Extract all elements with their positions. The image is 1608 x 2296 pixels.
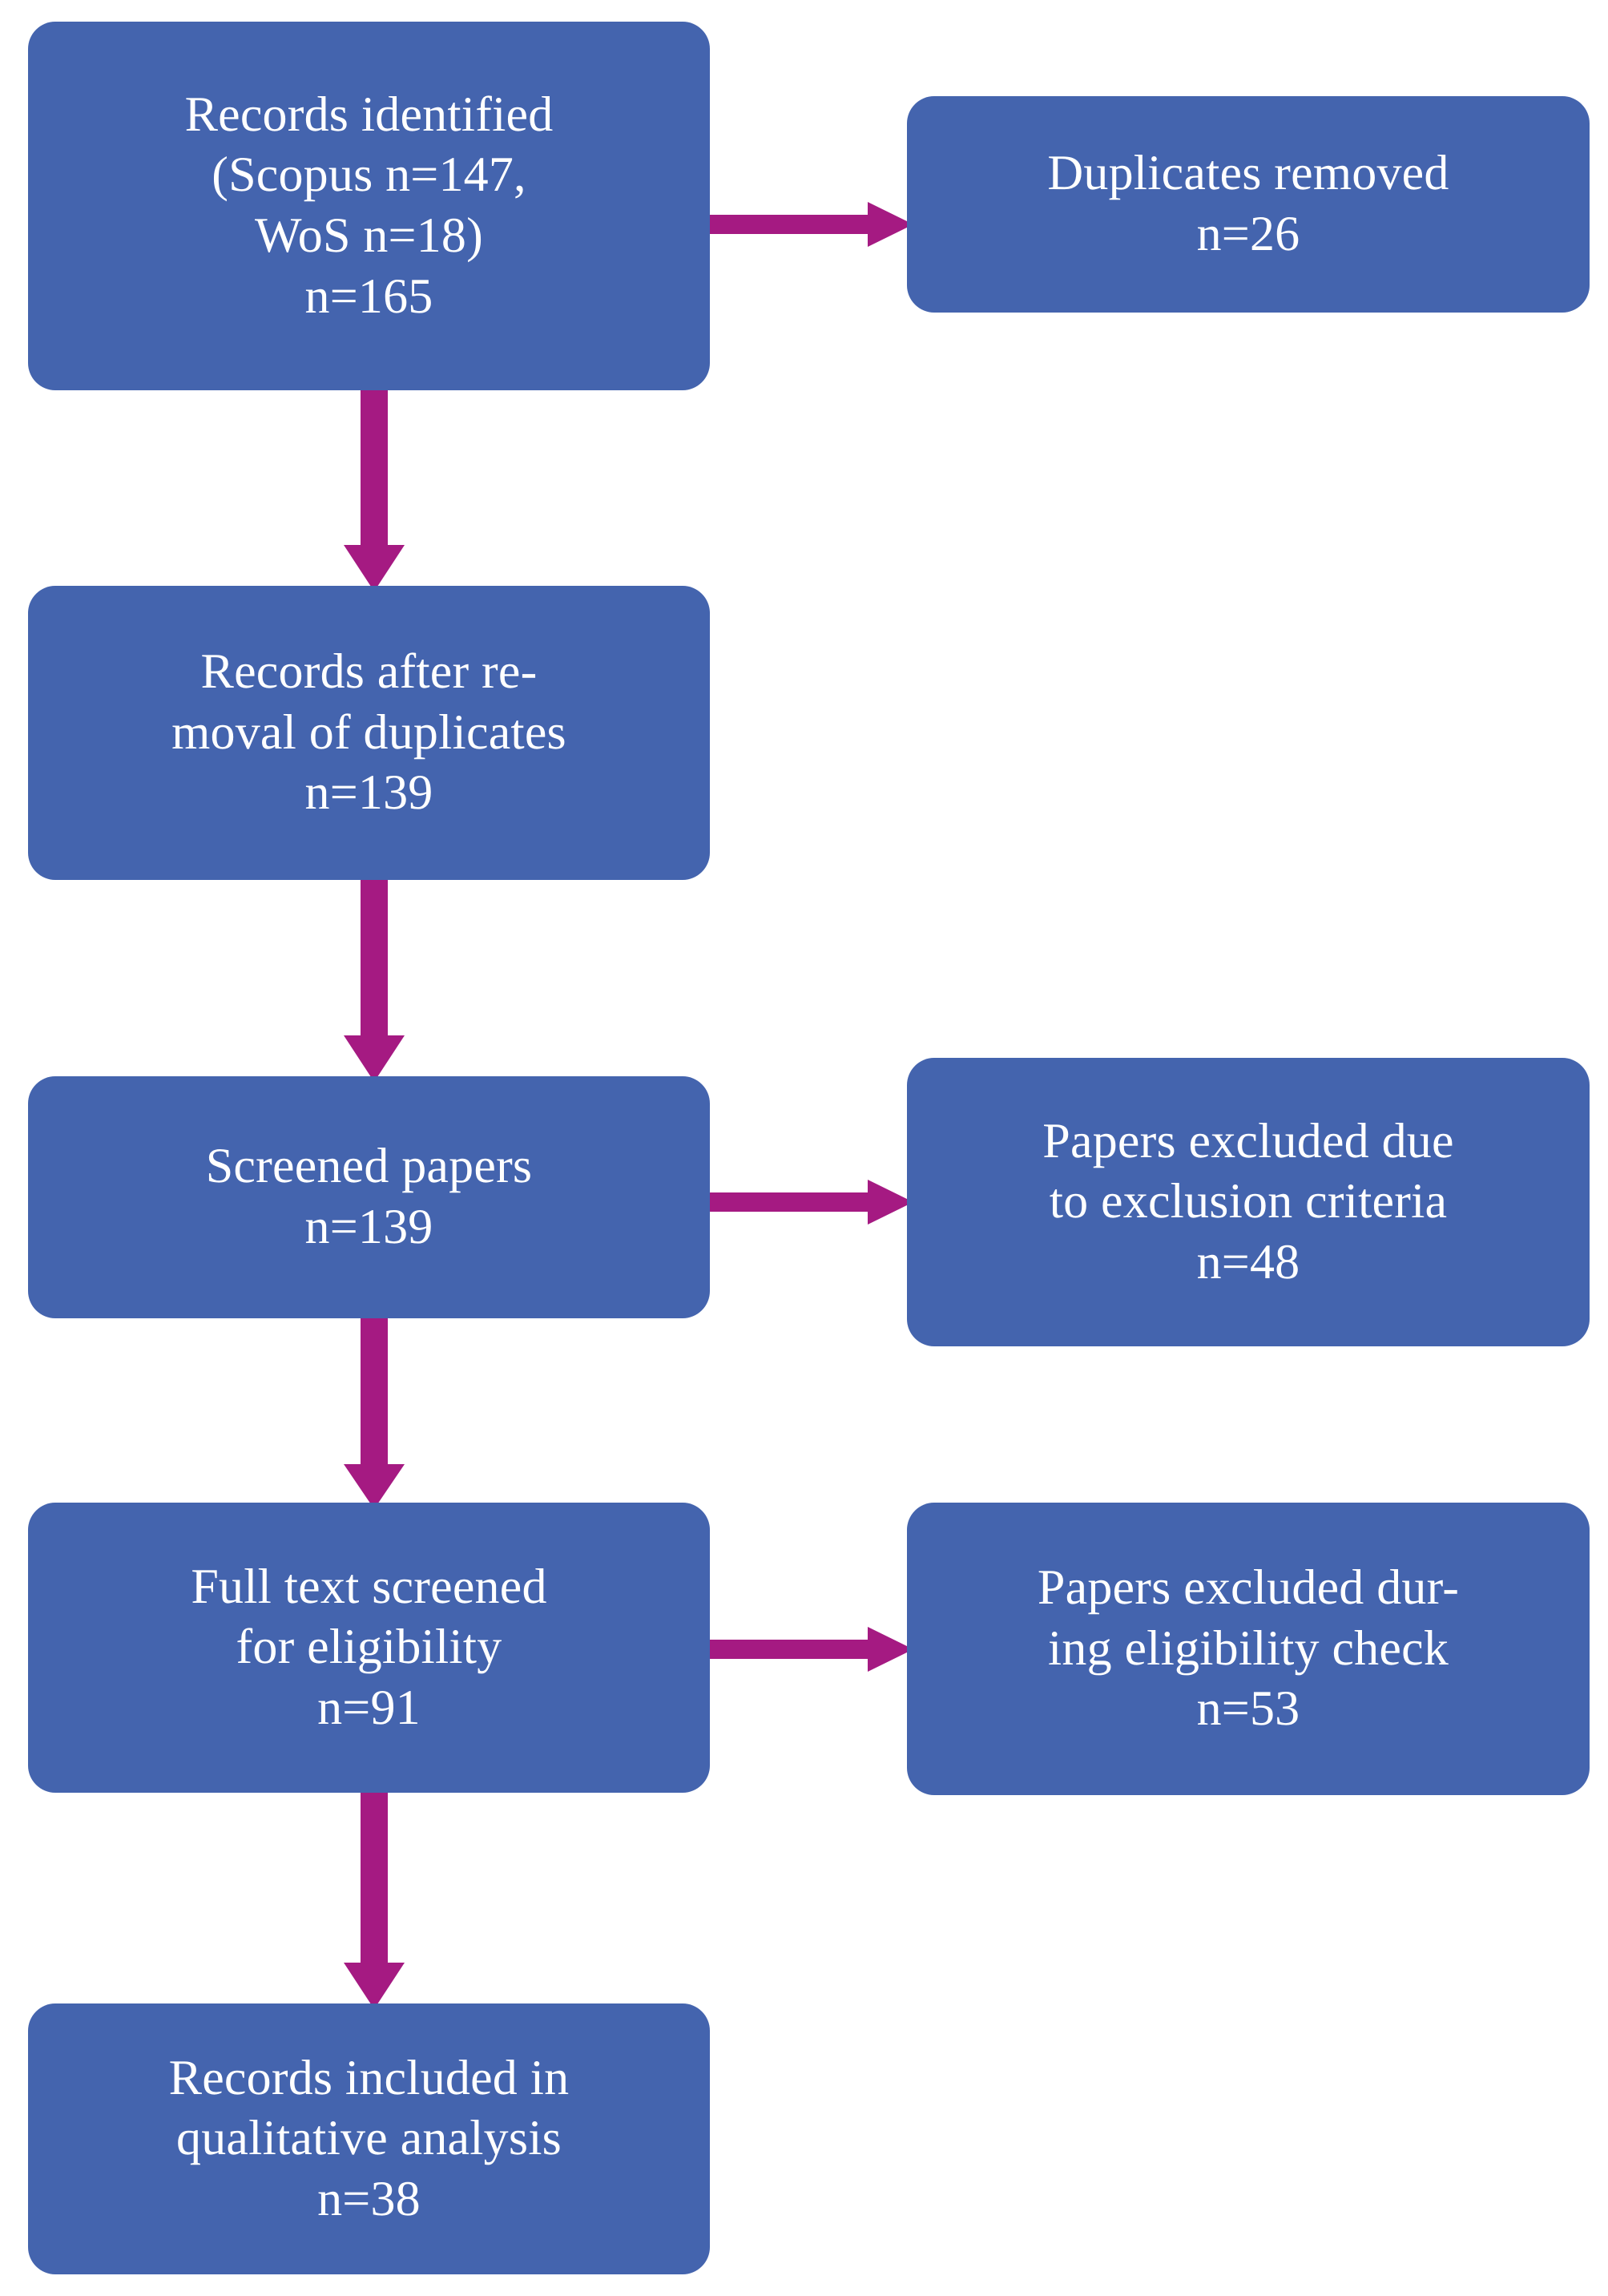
arrow-screened-to-excluded-criteria xyxy=(703,1180,913,1225)
arrow-identified-to-duplicates xyxy=(703,202,913,247)
node-full-text-screened-for-eligibility-label: Full text screened for eligibility n=91 xyxy=(191,1559,547,1735)
node-records-identified[interactable]: Records identified (Scopus n=147, WoS n=… xyxy=(28,22,710,390)
node-records-included-in-qualitative-analysis[interactable]: Records included in qualitative analysis… xyxy=(28,2003,710,2274)
node-records-identified-label: Records identified (Scopus n=147, WoS n=… xyxy=(184,87,554,324)
arrow-identified-to-after-removal xyxy=(344,385,405,591)
node-records-after-removal-of-duplicates[interactable]: Records after re- moval of duplicates n=… xyxy=(28,586,710,880)
node-duplicates-removed-label: Duplicates removed n=26 xyxy=(1047,146,1449,261)
node-screened-papers[interactable]: Screened papers n=139 xyxy=(28,1076,710,1318)
node-papers-excluded-during-eligibility-check-label: Papers excluded dur- ing eligibility che… xyxy=(1037,1560,1460,1737)
node-records-after-removal-of-duplicates-label: Records after re- moval of duplicates n=… xyxy=(171,644,566,821)
arrow-full-text-to-included xyxy=(344,1788,405,2009)
node-records-included-in-qualitative-analysis-label: Records included in qualitative analysis… xyxy=(168,2050,570,2226)
arrow-screened-to-full-text xyxy=(344,1313,405,1509)
node-papers-excluded-during-eligibility-check[interactable]: Papers excluded dur- ing eligibility che… xyxy=(907,1503,1590,1795)
node-duplicates-removed[interactable]: Duplicates removed n=26 xyxy=(907,96,1590,313)
node-papers-excluded-due-to-exclusion-criteria[interactable]: Papers excluded due to exclusion criteri… xyxy=(907,1058,1590,1346)
node-full-text-screened-for-eligibility[interactable]: Full text screened for eligibility n=91 xyxy=(28,1503,710,1793)
arrow-full-text-to-excluded-eligibility xyxy=(703,1627,913,1672)
node-screened-papers-label: Screened papers n=139 xyxy=(205,1139,533,1254)
node-papers-excluded-due-to-exclusion-criteria-label: Papers excluded due to exclusion criteri… xyxy=(1042,1113,1454,1289)
arrow-after-removal-to-screened xyxy=(344,875,405,1082)
